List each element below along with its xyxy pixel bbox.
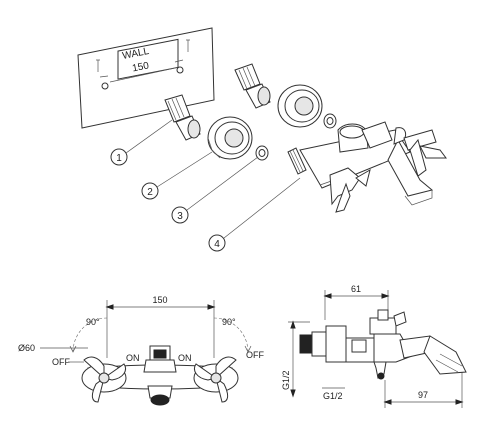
flange-left	[207, 116, 253, 160]
callout-4: 4	[208, 177, 301, 252]
eccentric-connector-left	[164, 94, 201, 141]
bottom-thread-label: G1/2	[323, 391, 343, 401]
vertical-dimension: G1/2	[281, 320, 310, 398]
eccentric-connector-right	[234, 63, 271, 109]
front-handle-right	[193, 356, 239, 403]
width-dimension: 150	[105, 295, 216, 358]
wall-template: WALL 150	[77, 27, 215, 129]
right-rotation-arc	[213, 317, 249, 353]
length-dim-value: 97	[418, 390, 428, 400]
diameter-label: Ø60	[18, 343, 35, 353]
callout-2: 2	[141, 151, 213, 200]
left-angle-label: 90°	[86, 317, 100, 327]
callout-3: 3	[171, 156, 259, 224]
vertical-thread-label: G1/2	[281, 370, 291, 390]
left-rotation-arc	[72, 317, 108, 353]
gasket-right	[323, 113, 337, 129]
exploded-view: WALL 150	[77, 27, 447, 252]
left-off-label: OFF	[52, 357, 70, 367]
front-view: 150 90° 90° Ø60 OFF ON ON OFF	[18, 295, 264, 406]
right-angle-label: 90°	[222, 317, 236, 327]
callout-2-label: 2	[147, 187, 153, 198]
side-mixer-body	[299, 309, 467, 380]
side-view: 61 G1/2 G1/2 97	[281, 284, 467, 408]
wall-label: WALL	[122, 46, 151, 62]
gasket-left	[255, 145, 269, 161]
left-on-label: ON	[126, 353, 140, 363]
callout-3-label: 3	[177, 211, 183, 222]
top-dim-value: 61	[351, 284, 361, 294]
wall-distance: 150	[131, 60, 150, 74]
front-handle-left	[81, 356, 127, 403]
width-dim-value: 150	[152, 295, 167, 305]
right-off-label: OFF	[246, 350, 264, 360]
callout-1: 1	[110, 119, 173, 166]
callout-4-label: 4	[214, 239, 220, 250]
callout-1-label: 1	[116, 153, 122, 164]
length-dimension: 97	[383, 372, 464, 408]
flange-right	[277, 84, 323, 128]
right-on-label: ON	[178, 353, 192, 363]
mixer-body	[287, 121, 447, 213]
